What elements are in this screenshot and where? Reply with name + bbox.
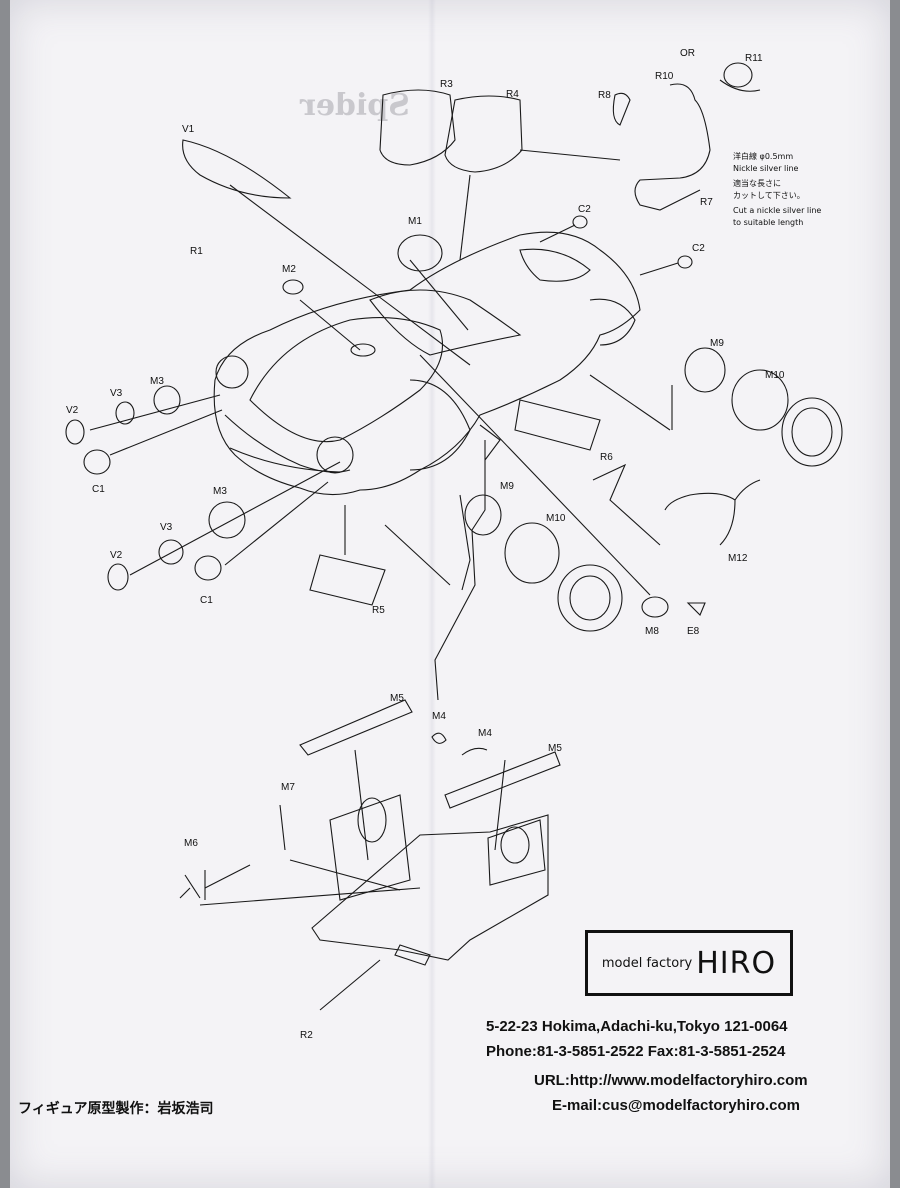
label-R7: R7 bbox=[700, 197, 713, 208]
windscreen-part bbox=[182, 139, 292, 199]
label-R5: R5 bbox=[372, 605, 385, 616]
label-C1-top: C1 bbox=[92, 484, 105, 495]
email[interactable]: E-mail:cus@modelfactoryhiro.com bbox=[552, 1097, 801, 1114]
car-body bbox=[213, 231, 641, 496]
label-V1: V1 bbox=[182, 124, 195, 135]
label-M2: M2 bbox=[282, 264, 296, 275]
address: 5-22-23 Hokima,Adachi-ku,Tokyo 121-0064 bbox=[486, 1018, 788, 1035]
label-M10-left: M10 bbox=[546, 513, 566, 524]
label-M1: M1 bbox=[408, 216, 422, 227]
label-V2-bottom: V2 bbox=[110, 550, 123, 561]
chassis-tub-r2 bbox=[311, 814, 549, 961]
label-M8: M8 bbox=[645, 626, 659, 637]
label-V3-top: V3 bbox=[110, 388, 123, 399]
label-M5-right: M5 bbox=[548, 743, 562, 754]
label-OR: OR bbox=[680, 48, 695, 59]
label-V3-bottom: V3 bbox=[160, 522, 173, 533]
label-M3-top: M3 bbox=[150, 376, 164, 387]
label-M4-left: M4 bbox=[432, 711, 446, 722]
label-M9-left: M9 bbox=[500, 481, 514, 492]
label-E8: E8 bbox=[687, 626, 700, 637]
label-M5-left: M5 bbox=[390, 693, 404, 704]
label-M7: M7 bbox=[281, 782, 295, 793]
hub-m9-right bbox=[684, 347, 726, 393]
logo-big-text: HIRO bbox=[696, 945, 777, 981]
label-R6: R6 bbox=[600, 452, 613, 463]
tire-right bbox=[781, 397, 843, 467]
seat-r4 bbox=[444, 95, 523, 173]
label-M4-right: M4 bbox=[478, 728, 492, 739]
label-M10-right: M10 bbox=[765, 370, 785, 381]
label-V2-top: V2 bbox=[66, 405, 79, 416]
phone-fax: Phone:81-3-5851-2522 Fax:81-3-5851-2524 bbox=[486, 1043, 786, 1060]
label-R8: R8 bbox=[598, 90, 611, 101]
exhaust-m12 bbox=[664, 479, 761, 546]
label-R11: R11 bbox=[745, 53, 763, 64]
seat-rail-m5-right bbox=[444, 751, 561, 809]
label-R1: R1 bbox=[190, 246, 203, 257]
label-R10: R10 bbox=[655, 71, 674, 82]
website-url[interactable]: URL:http://www.modelfactoryhiro.com bbox=[534, 1072, 808, 1089]
label-M9-right: M9 bbox=[710, 338, 724, 349]
instruction-sheet bbox=[10, 0, 890, 1188]
lens-v2-left bbox=[65, 419, 85, 445]
label-C1-bottom: C1 bbox=[200, 595, 213, 606]
label-M3-bottom: M3 bbox=[213, 486, 227, 497]
label-M6: M6 bbox=[184, 838, 198, 849]
driver-figure bbox=[634, 83, 711, 211]
hub-m9-left bbox=[464, 494, 502, 536]
nickel-line-note: 洋白線 φ0.5mm Nickle silver line 適当な長さに カット… bbox=[733, 152, 822, 227]
logo-small-text: model factory bbox=[601, 955, 693, 971]
paper-fold bbox=[428, 0, 436, 1188]
steering-wheel-part bbox=[397, 234, 443, 272]
seat-r3 bbox=[379, 89, 456, 166]
figure-credit: フィギュア原型製作：岩坂浩司 bbox=[18, 1101, 214, 1117]
seat-rail-m5-left bbox=[299, 699, 413, 756]
label-R2: R2 bbox=[300, 1030, 313, 1041]
label-R4: R4 bbox=[506, 89, 519, 100]
label-R3: R3 bbox=[440, 79, 453, 90]
label-C2-right: C2 bbox=[692, 243, 705, 254]
label-M12: M12 bbox=[728, 553, 748, 564]
model-factory-hiro-logo: model factory HIRO bbox=[585, 930, 793, 996]
tire-left bbox=[557, 564, 623, 632]
label-C2-top: C2 bbox=[578, 204, 591, 215]
